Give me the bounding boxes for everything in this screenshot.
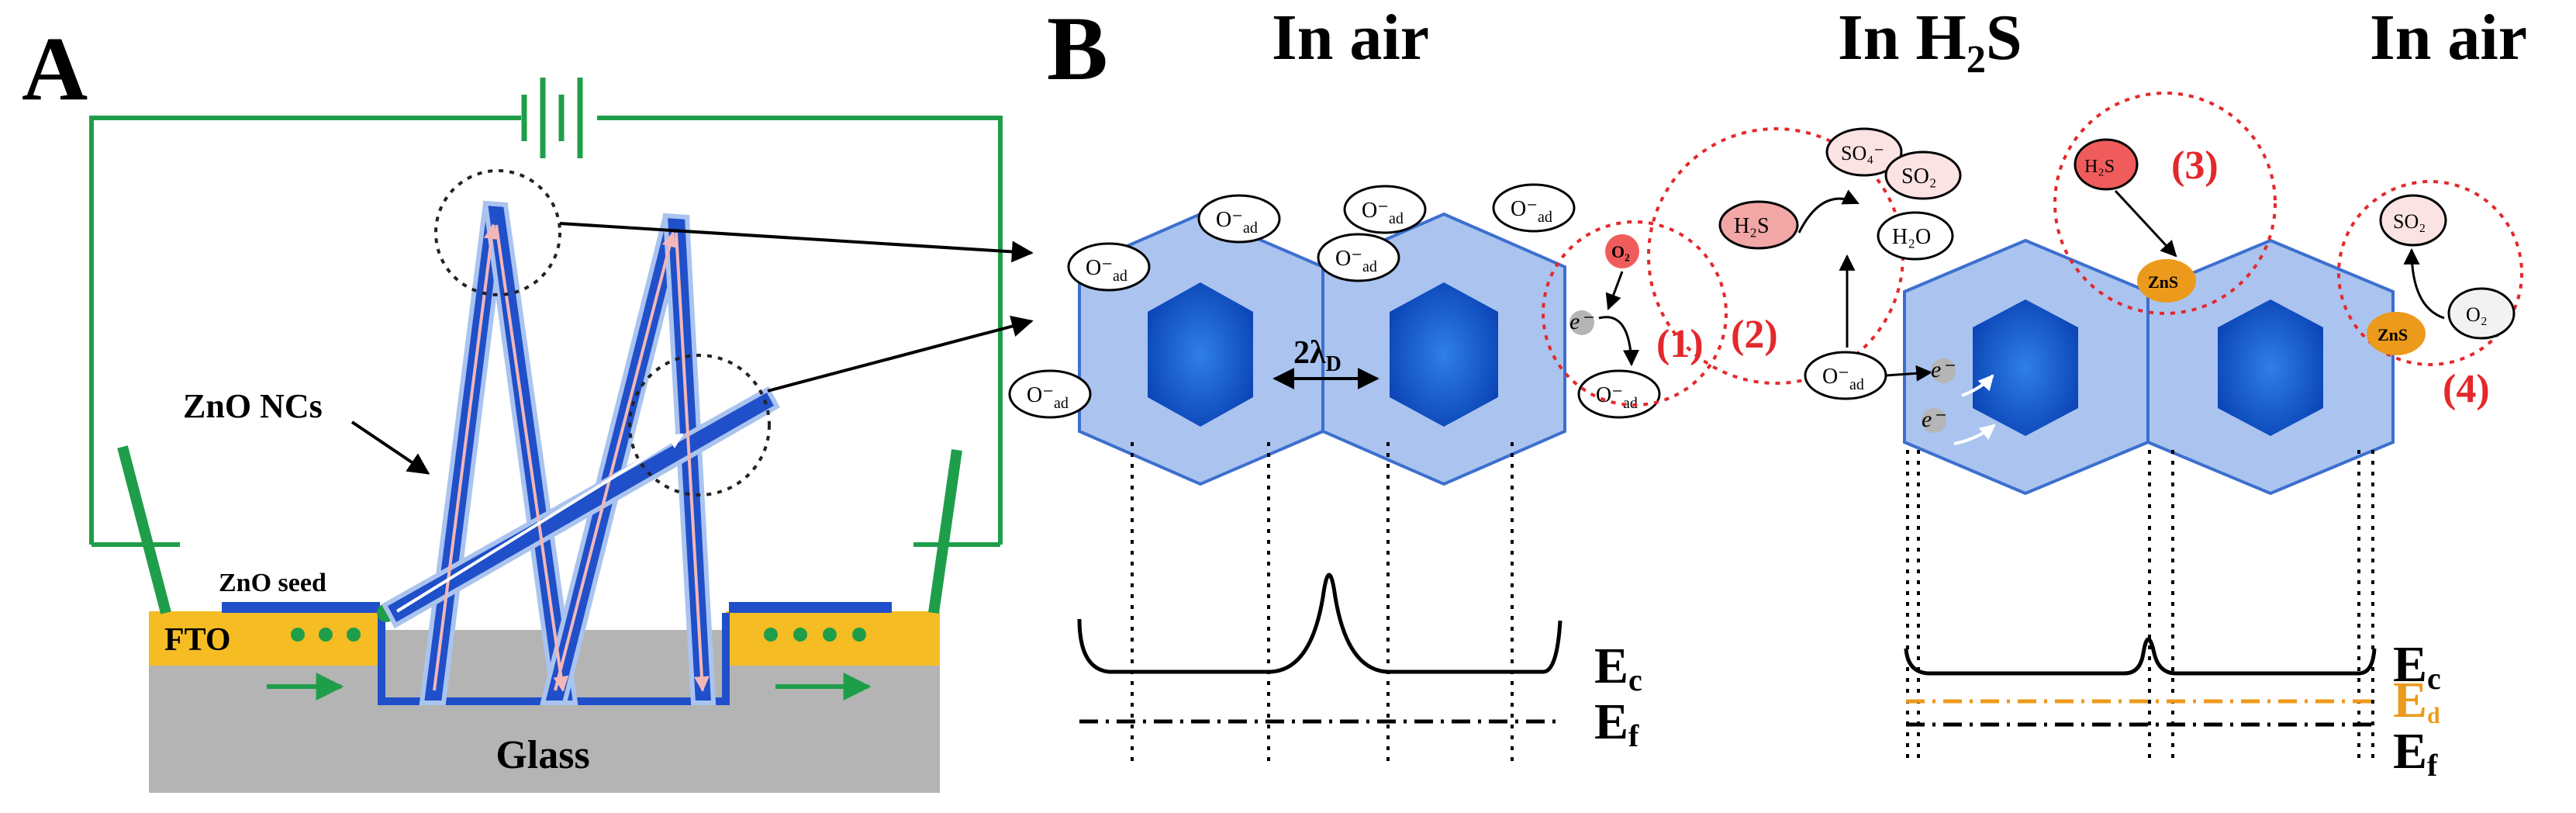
guides-right <box>1906 450 2374 764</box>
zoom-circle-middle <box>628 354 771 496</box>
o-ad-step2: O⁻ad <box>1804 351 1887 400</box>
light-path-white <box>395 433 684 613</box>
svg-text:O⁻ad: O⁻ad <box>1362 199 1404 227</box>
svg-text:O⁻ad: O⁻ad <box>1086 256 1127 285</box>
o2-arrow <box>1605 271 1624 310</box>
o2-molecule-right: O₂ <box>2447 287 2516 340</box>
conduction-band-left <box>1077 573 1563 674</box>
circuit-wire <box>89 116 1003 547</box>
step-1-arrow <box>1598 316 1639 367</box>
zno-seed-right <box>729 602 892 613</box>
svg-text:O⁻ad: O⁻ad <box>1216 208 1258 237</box>
so2-molecule-left: SO₂ <box>1884 150 1962 200</box>
zno-ncs-pointer <box>350 420 430 475</box>
svg-text:O⁻ad: O⁻ad <box>1596 383 1638 412</box>
step-3-arrow <box>2114 189 2177 258</box>
o2-label: O₂ <box>1611 242 1630 261</box>
title-in-air-left: In air <box>1272 2 1429 74</box>
panel-b-label: B <box>1047 0 1108 99</box>
zoom-arrow-middle <box>767 315 1034 393</box>
electron-step2a <box>1931 358 1956 383</box>
adsorbed-oxygen-left: O⁻ad O⁻ad O⁻ad O⁻ad O⁻ad O⁻ad O⁻ad <box>1008 183 1661 419</box>
ef-label-left: Ef <box>1594 694 1639 753</box>
step-4-arrow <box>2403 247 2445 320</box>
ec-label-right: Ec <box>2393 636 2441 696</box>
svg-text:H₂S: H₂S <box>2084 157 2115 177</box>
svg-text:O⁻ad: O⁻ad <box>1822 365 1864 393</box>
svg-text:ZnS: ZnS <box>2377 325 2408 344</box>
zno-ncs-label: ZnO NCs <box>183 387 323 425</box>
panel-a-label: A <box>22 18 88 119</box>
fto-label: FTO <box>164 622 231 658</box>
svg-text:H₂S: H₂S <box>1734 214 1770 238</box>
svg-text:O⁻ad: O⁻ad <box>1511 197 1552 226</box>
electron-step2b-label: e⁻ <box>1922 406 1946 432</box>
title-in-air-right: In air <box>2370 2 2527 74</box>
h2s-molecule-left: H₂S <box>1718 200 1799 250</box>
ef-label-right: Ef <box>2393 723 2438 783</box>
ed-label-right: Ed <box>2393 672 2440 728</box>
panel-b: B In air In H₂S In air 2λD O⁻ad O⁻ad O⁻a… <box>1008 0 2527 783</box>
ec-label-left: Ec <box>1594 638 1642 697</box>
svg-text:SO₄⁻: SO₄⁻ <box>1841 142 1884 164</box>
probe-right <box>928 449 962 614</box>
title-in-h2s: In H₂S <box>1838 2 2022 74</box>
zoom-arrow-top <box>559 222 1034 263</box>
electron-flow-1 <box>1961 374 1994 397</box>
grains-right <box>1903 238 2395 496</box>
svg-text:ZnS: ZnS <box>2148 272 2178 292</box>
step-2-label: (2) <box>1731 313 1778 357</box>
step-4-circle <box>2337 180 2523 366</box>
svg-text:O₂: O₂ <box>2466 303 2488 326</box>
electron-step1 <box>1569 310 1594 335</box>
zoom-circle-top <box>434 169 561 296</box>
electron-flow-2 <box>1953 424 1996 445</box>
electron-dots <box>291 628 866 642</box>
electron-step1-label: e⁻ <box>1569 309 1594 334</box>
probe-left <box>117 445 171 614</box>
so4-molecule: SO₄⁻ <box>1825 127 1903 177</box>
zno-seed-label: ZnO seed <box>219 569 326 597</box>
step-1-circle <box>1542 220 1728 406</box>
h2s-molecule-right: H₂S <box>2074 138 2139 191</box>
step-3-label: (3) <box>2171 144 2219 188</box>
step-2-reaction-arrow <box>1797 189 1859 234</box>
fto-left <box>149 611 382 666</box>
debye-label: 2λD <box>1293 335 1342 376</box>
zns-site-2: ZnS <box>2367 312 2426 355</box>
electron-step2a-label: e⁻ <box>1931 357 1955 382</box>
svg-text:H₂O: H₂O <box>1892 225 1931 249</box>
electron-step2b <box>1922 408 1946 433</box>
h2o-molecule: H₂O <box>1877 211 1954 261</box>
svg-text:SO₂: SO₂ <box>1901 164 1937 189</box>
glass-label: Glass <box>496 733 589 777</box>
svg-text:SO₂: SO₂ <box>2393 210 2426 233</box>
zns-site-1: ZnS <box>2137 259 2196 303</box>
svg-text:O⁻ad: O⁻ad <box>1027 383 1069 412</box>
conduction-band-right <box>1904 637 2377 676</box>
light-paths <box>433 223 710 692</box>
step-3-circle <box>2053 92 2277 315</box>
panel-a: A Glass FTO ZnO seed <box>22 18 1034 793</box>
so2-molecule-right: SO₂ <box>2379 194 2447 247</box>
step-2-electron-arrow <box>1885 365 1933 382</box>
step-4-label: (4) <box>2443 367 2490 411</box>
zno-seed-left <box>222 602 380 613</box>
step-1-label: (1) <box>1656 322 1704 366</box>
svg-text:O⁻ad: O⁻ad <box>1335 247 1377 275</box>
o2-molecule <box>1605 234 1639 268</box>
battery-icon <box>521 78 583 158</box>
